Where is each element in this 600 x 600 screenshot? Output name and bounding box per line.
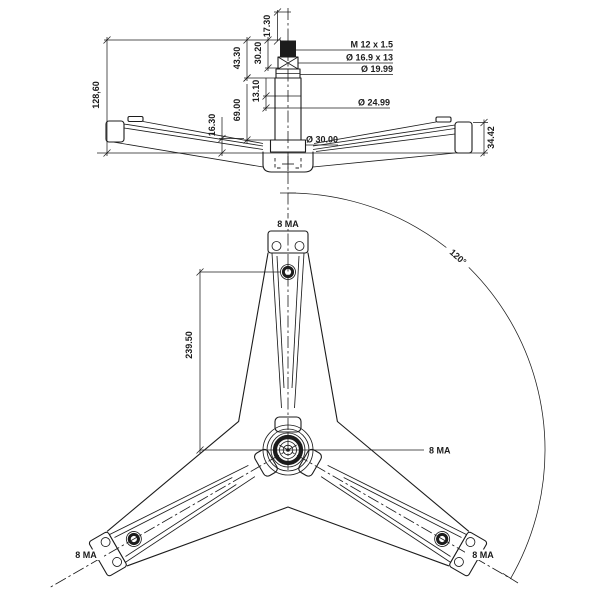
- shaft-body: [274, 77, 302, 141]
- dim-239-50: 239.50: [184, 268, 280, 454]
- dim-16-30-label: 16.30: [207, 114, 217, 137]
- shaft: [269, 40, 307, 153]
- side-view-callouts: M 12 x 1.5 Ø 16.9 x 13 Ø 19.99 Ø 24.99 Ø…: [296, 40, 393, 146]
- right-arm-tab: [435, 116, 452, 123]
- hidden-edge-left: [274, 158, 282, 169]
- dim-34-42: 34.42: [480, 118, 496, 157]
- spider-body: [50, 230, 512, 588]
- callout-thread-label: M 12 x 1.5: [350, 40, 393, 50]
- dim-69-00-label: 69.00: [232, 99, 242, 122]
- arm-mid-ring: [281, 265, 295, 279]
- arm-end-hole: [294, 241, 305, 251]
- side-view-dimensions: 128,60 43.30 30.20 17.30: [91, 8, 496, 157]
- lower-left-centerline: [50, 444, 297, 588]
- callout-d19-label: Ø 19.99: [361, 64, 393, 74]
- dim-17-30-label: 17.30: [262, 15, 272, 38]
- arm-lower-left: [88, 252, 278, 577]
- callout-d30-label: Ø 30.00: [306, 135, 338, 145]
- arm-lower-right: [126, 448, 488, 577]
- left-arm-end-cap: [105, 120, 125, 143]
- dim-239-50-label: 239.50: [184, 331, 194, 359]
- arm-hub-rib: [274, 416, 302, 433]
- right-arm-end-cap: [454, 121, 473, 154]
- hole-label-center: 8 MA: [429, 446, 451, 456]
- arm-mid-ring-outer: [280, 264, 296, 280]
- shaft-thread-m12: [280, 40, 296, 58]
- lower-right-centerline: [279, 444, 512, 580]
- hub-boss: [262, 151, 314, 173]
- dim-34-42-label: 34.42: [486, 126, 496, 149]
- dim-30-20: 30.20: [253, 36, 272, 72]
- shaft-d30-section: [269, 139, 307, 153]
- left-arm-tab: [127, 115, 144, 123]
- arm-top: [267, 230, 470, 532]
- web-edge: [307, 252, 470, 532]
- dim-128-60-label: 128,60: [91, 81, 101, 109]
- hidden-edge-right: [294, 158, 302, 169]
- hole-label-lower-right: 8 MA: [472, 550, 494, 560]
- hole-labels: 8 MA 8 MA 8 MA 8 MA: [68, 218, 501, 560]
- plan-view: 239.50 120° 8 MA 8 MA 8 MA 8 MA: [50, 192, 546, 588]
- callout-spline-label: Ø 16.9 x 13: [346, 53, 393, 63]
- dim-128-60: 128,60: [91, 36, 111, 157]
- dim-16-30: 16.30: [207, 114, 226, 157]
- arm-end-hole: [271, 241, 282, 251]
- dim-43-30: 43.30: [232, 36, 251, 82]
- dim-13-10: 13.10: [251, 78, 270, 112]
- callout-d24-label: Ø 24.99: [358, 98, 390, 108]
- angle-120-label-group: 120°: [443, 242, 474, 271]
- angle-arc-120: [280, 192, 546, 584]
- dim-17-30: 17.30: [262, 8, 282, 45]
- side-view: 128,60 43.30 30.20 17.30: [91, 8, 496, 173]
- dim-30-20-label: 30.20: [253, 42, 263, 65]
- dim-43-30-label: 43.30: [232, 47, 242, 70]
- hole-label-lower-left: 8 MA: [75, 550, 97, 560]
- dim-69-00: 69.00: [232, 74, 251, 144]
- dim-13-10-label: 13.10: [251, 80, 261, 103]
- hole-label-top: 8 MA: [277, 219, 299, 229]
- left-arm: [105, 115, 264, 168]
